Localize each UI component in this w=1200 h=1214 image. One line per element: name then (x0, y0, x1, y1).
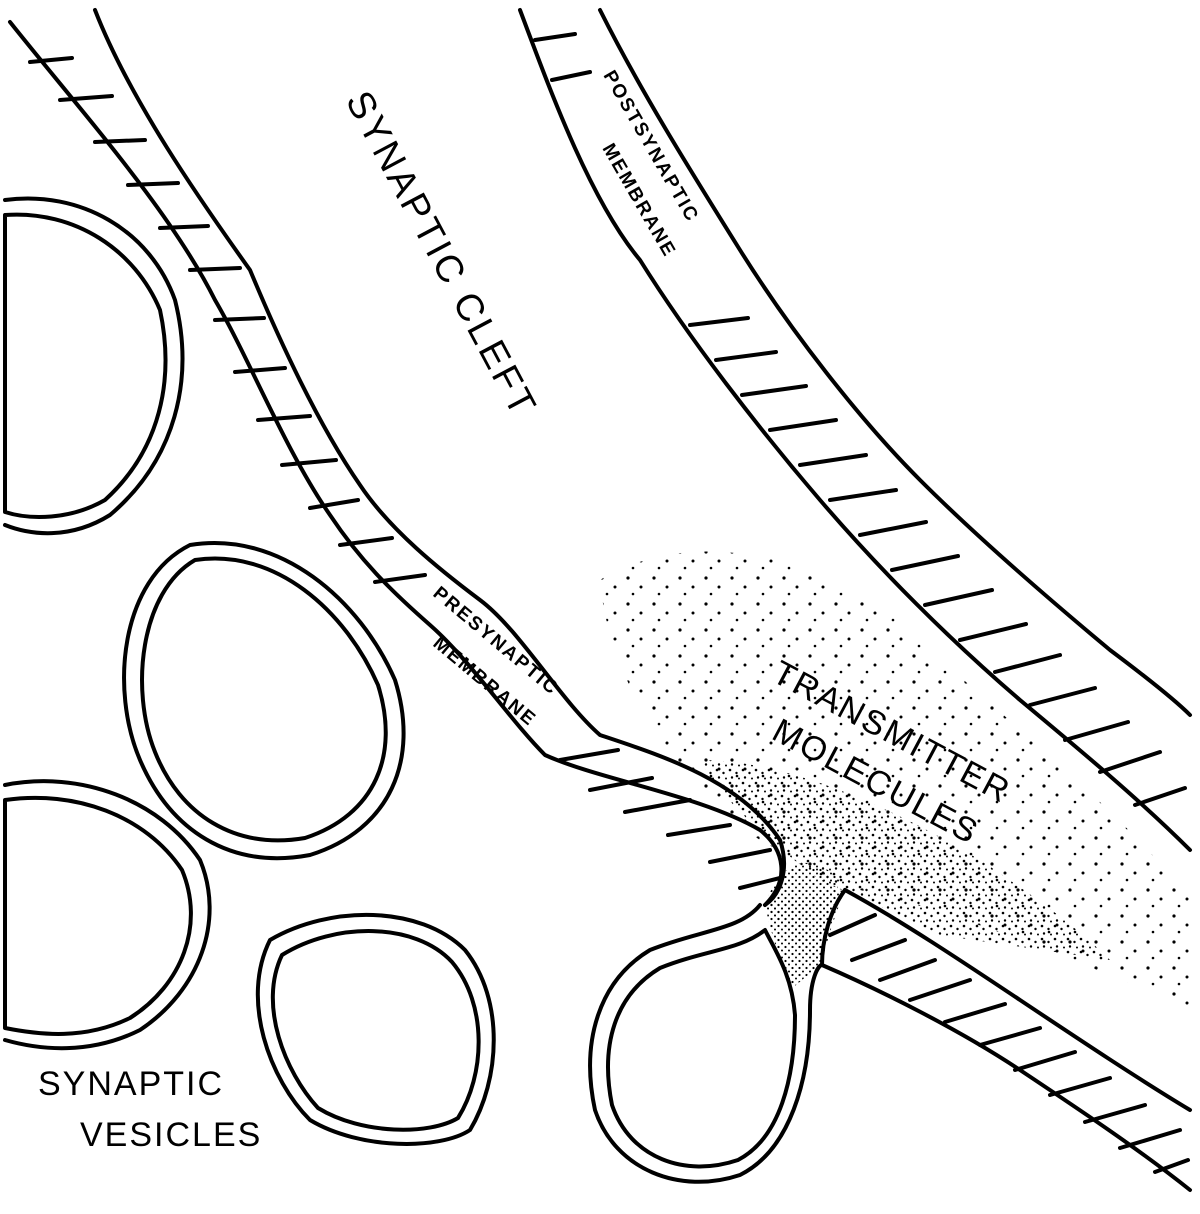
synaptic-cleft-label: SYNAPTIC CLEFT (337, 85, 544, 425)
presynaptic-membrane (8, 8, 786, 907)
presynaptic-hatching (28, 56, 782, 890)
vesicle-bottom-center (255, 912, 496, 1146)
svg-text:VESICLES: VESICLES (80, 1116, 262, 1154)
synaptic-vesicles-label: SYNAPTIC VESICLES (38, 1065, 262, 1154)
postsynaptic-membrane (518, 8, 1192, 852)
presynaptic-membrane-label: PRESYNAPTIC MEMBRANE (429, 583, 563, 731)
vesicle-middle (122, 541, 406, 861)
svg-text:SYNAPTIC: SYNAPTIC (38, 1065, 224, 1103)
postsynaptic-hatching (533, 32, 1187, 807)
vesicle-left-bottom (3, 779, 212, 1051)
fusing-vesicle (588, 890, 845, 1184)
vesicle-left-top (3, 196, 185, 536)
